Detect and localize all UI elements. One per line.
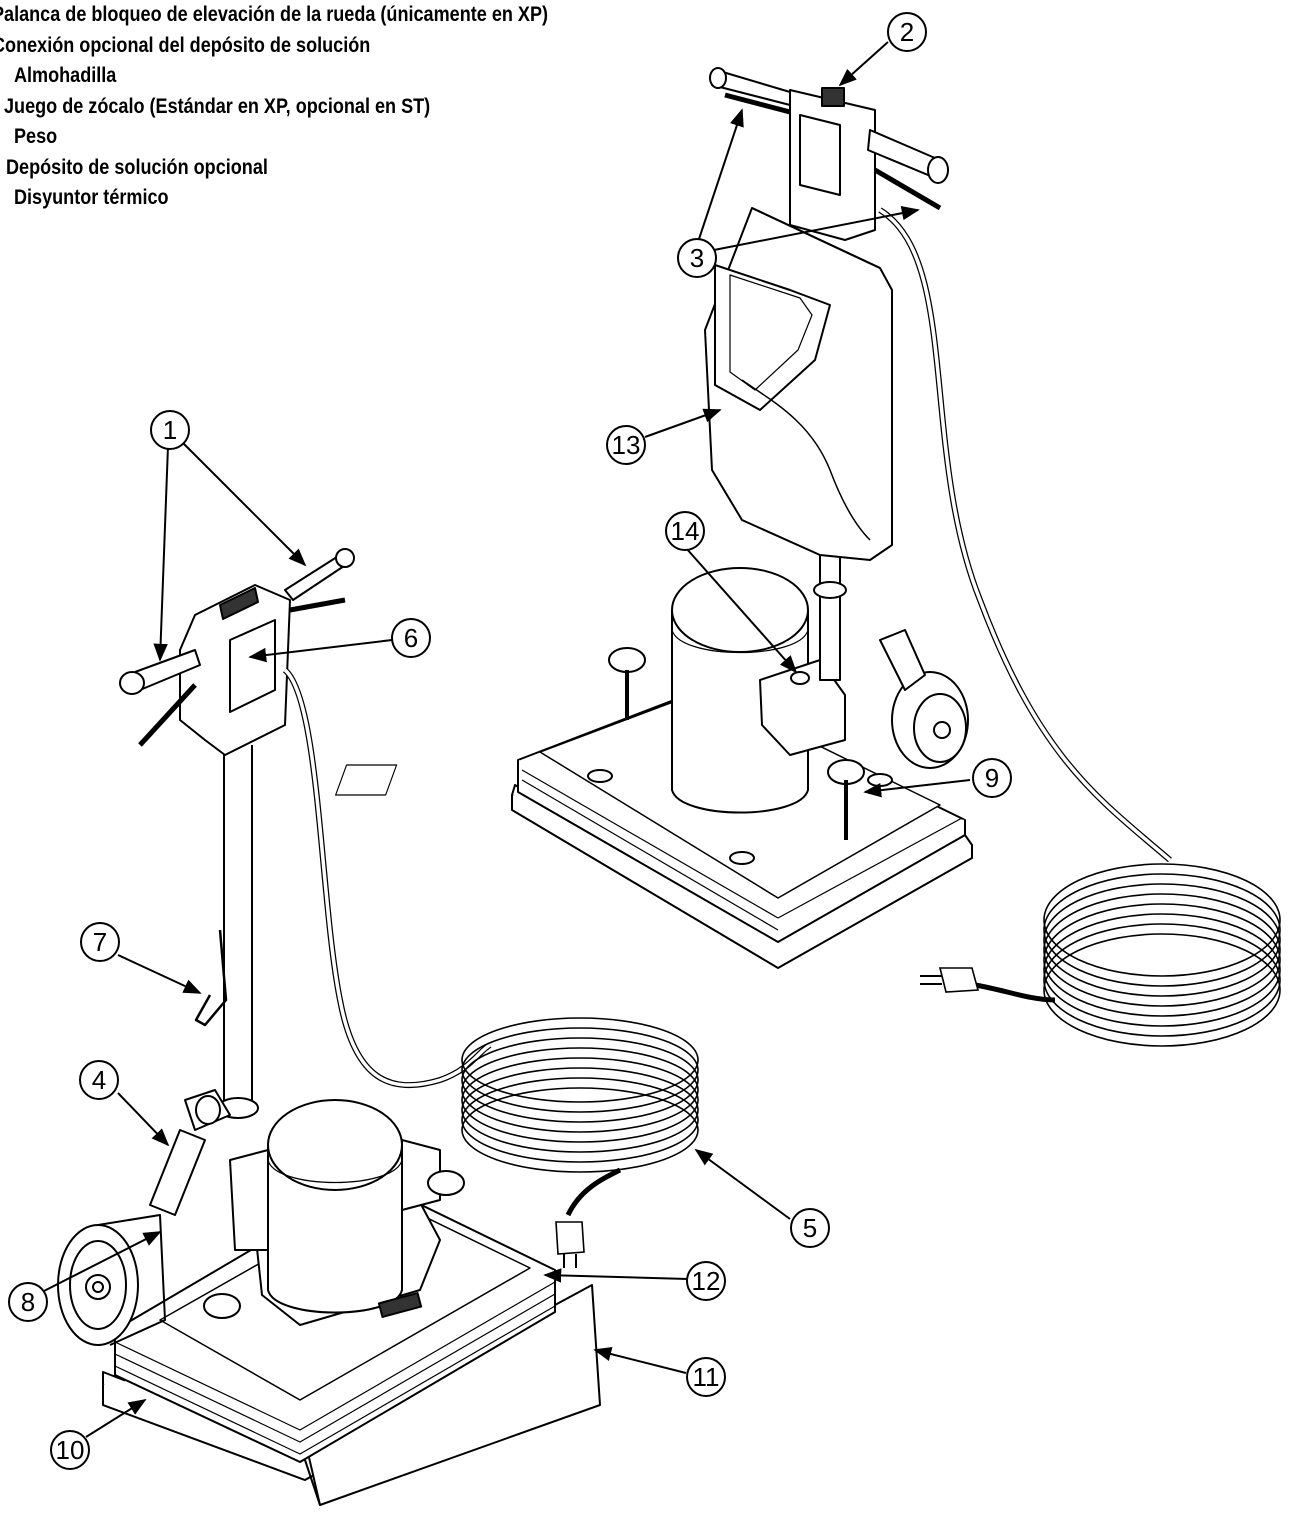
legend-line: Conexión opcional del depósito de soluci… (0, 34, 371, 57)
svg-text:13: 13 (612, 430, 641, 460)
legend-line: Disyuntor térmico (14, 186, 169, 209)
svg-text:10: 10 (56, 1435, 85, 1465)
svg-text:11: 11 (693, 1362, 720, 1392)
svg-text:1: 1 (163, 415, 177, 445)
svg-text:2: 2 (900, 17, 914, 47)
legend-line: Juego de zócalo (Estándar en XP, opciona… (4, 95, 431, 118)
callout-4: 4 (79, 1060, 119, 1100)
svg-text:6: 6 (404, 623, 418, 653)
legend-line: Palanca de bloqueo de elevación de la ru… (0, 3, 549, 26)
callout-12: 12 (686, 1261, 726, 1301)
svg-text:3: 3 (690, 243, 704, 273)
callout-7: 7 (80, 922, 120, 962)
svg-text:14: 14 (671, 516, 700, 546)
callout-leaders (41, 41, 971, 1438)
callout-11: 11 (686, 1357, 726, 1397)
callout-2: 2 (887, 12, 927, 52)
callout-1: 1 (150, 410, 190, 450)
callout-5: 5 (790, 1208, 830, 1248)
callout-10: 10 (50, 1430, 90, 1470)
svg-text:4: 4 (92, 1065, 106, 1095)
machine-rear-view (335, 67, 1172, 969)
callout-9: 9 (972, 758, 1012, 798)
callouts: 1 2 3 4 5 6 7 8 (8, 12, 1012, 1470)
legend-line: Peso (14, 125, 58, 148)
callout-8: 8 (8, 1282, 48, 1322)
legend-line: Depósito de solución opcional (6, 156, 268, 179)
callout-14: 14 (665, 511, 705, 551)
machine-front-view (57, 548, 601, 1506)
power-cord-coil-right (920, 863, 1281, 1047)
callout-3: 3 (677, 238, 717, 278)
callout-13: 13 (606, 425, 646, 465)
svg-text:12: 12 (692, 1266, 721, 1296)
svg-text:7: 7 (93, 927, 107, 957)
svg-text:9: 9 (985, 763, 999, 793)
legend-line: Almohadilla (14, 64, 117, 87)
svg-text:8: 8 (21, 1287, 35, 1317)
callout-6: 6 (391, 618, 431, 658)
power-cord-coil-left (461, 1017, 699, 1268)
parts-legend: Palanca de bloqueo de elevación de la ru… (0, 0, 700, 215)
svg-text:5: 5 (803, 1213, 817, 1243)
